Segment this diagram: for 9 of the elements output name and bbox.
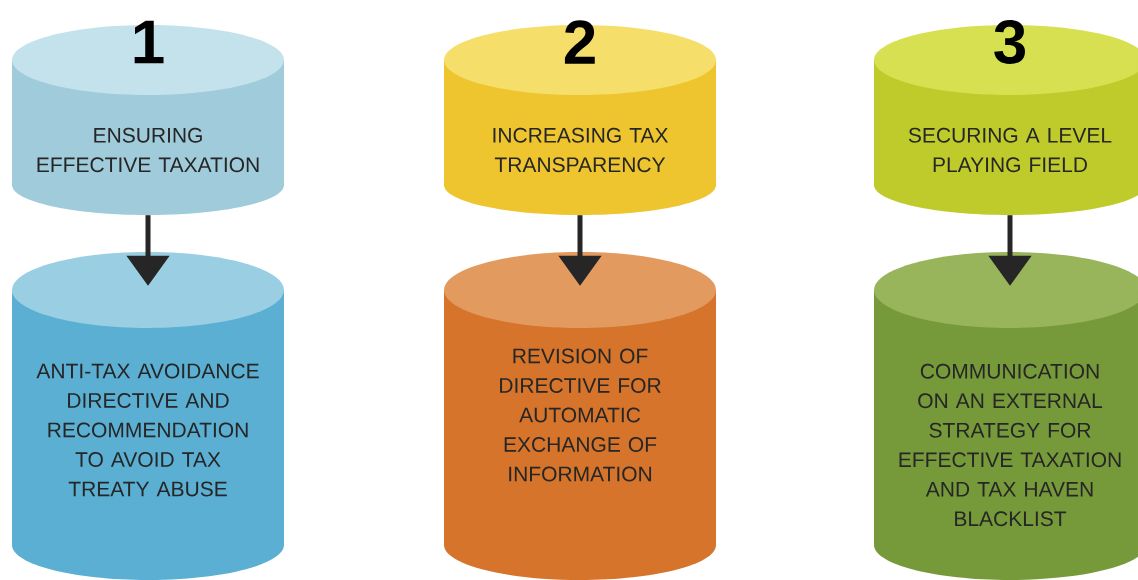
cylinder: COMMUNICATION ON AN EXTERNAL STRATEGY FOR EFFECTIVE TAXATION AND TAX HAVEN BLACKLIST [874, 252, 1138, 580]
cylinder: REVISION OF DIRECTIVE FOR AUTOMATIC EXCHANGE OF INFORMATION [444, 252, 716, 580]
cylinder: 1 ENSURING EFFECTIVE TAXATION [12, 20, 284, 215]
node-label: 1 [134, 20, 164, 64]
cylinder: ANTI-TAX AVOIDANCE DIRECTIVE AND RECOMMENDATION TO AVOID TAX TREATY ABUSE [12, 252, 284, 580]
cylinder: 3 SECURING A LEVEL PLAYING FIELD [874, 20, 1138, 215]
node-label: 2 [564, 20, 595, 64]
cylinder: 2 INCREASING TAX TRANSPARENCY [444, 20, 716, 215]
node-label: 3 [994, 20, 1026, 64]
